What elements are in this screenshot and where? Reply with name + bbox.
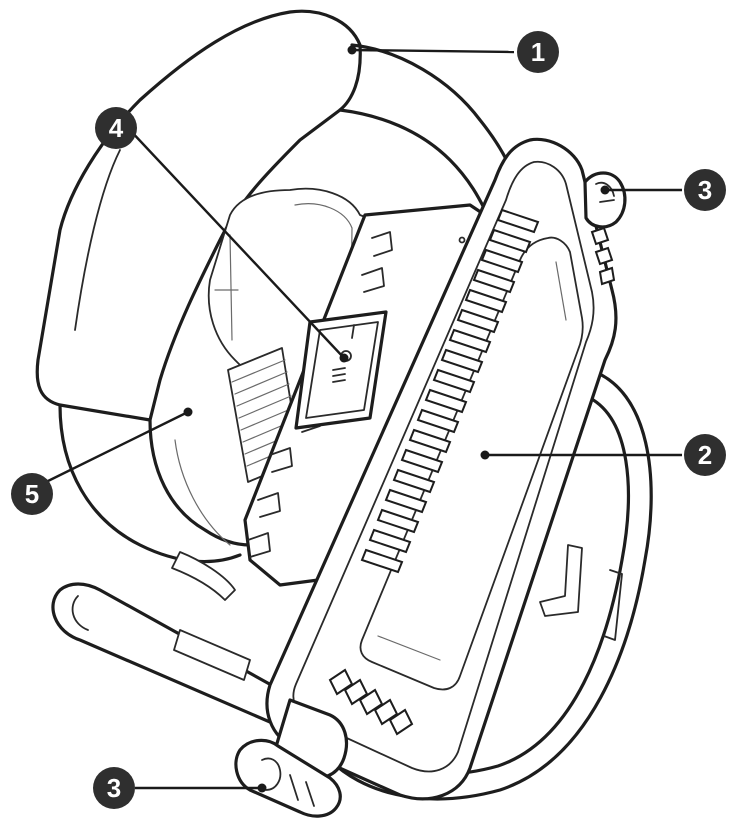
callout-1: 1 — [517, 31, 559, 73]
handle-arch — [338, 43, 517, 212]
knob-bottom — [234, 698, 349, 818]
lamp-head — [265, 137, 618, 801]
callout-5-label: 5 — [25, 479, 39, 509]
leader-4 — [127, 127, 345, 359]
callout-4-label: 4 — [109, 113, 124, 143]
callout-2-label: 2 — [698, 440, 712, 470]
knob-top-right — [583, 171, 627, 229]
callout-3b: 3 — [93, 767, 135, 809]
callout-3b-label: 3 — [107, 773, 121, 803]
leader-lines — [45, 45, 682, 793]
cage-body — [58, 403, 252, 601]
callout-3a: 3 — [684, 169, 726, 211]
callout-1-label: 1 — [531, 37, 545, 67]
power-switch — [294, 310, 388, 430]
leader-5 — [45, 410, 189, 484]
handle — [35, 9, 362, 422]
leader-1 — [351, 48, 515, 54]
lamp-fins — [360, 208, 540, 574]
callout-2: 2 — [684, 434, 726, 476]
lamp-bottom-fins — [328, 668, 414, 736]
callout-4: 4 — [95, 107, 137, 149]
callout-3a-label: 3 — [698, 175, 712, 205]
callout-5: 5 — [11, 473, 53, 515]
